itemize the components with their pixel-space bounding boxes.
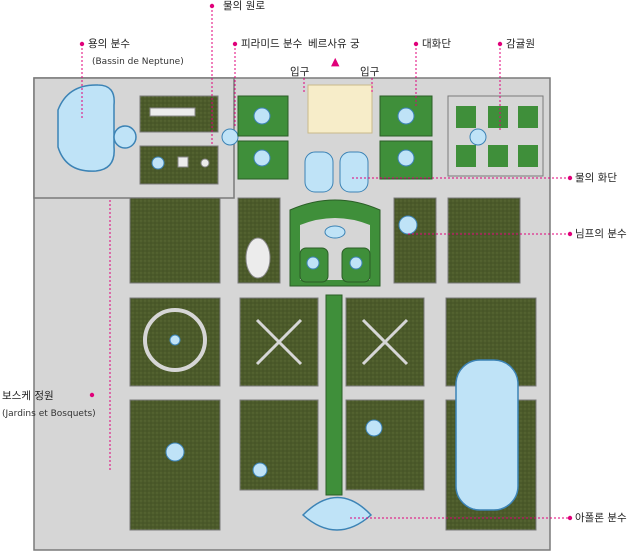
label-neptune: 용의 분수 xyxy=(88,38,130,50)
neptune-basin xyxy=(57,84,137,172)
label-grand-parterre: 대화단 xyxy=(422,38,451,50)
label-nymph: 님프의 분수 xyxy=(575,228,627,240)
north-west-parterres xyxy=(139,95,219,185)
central-axis xyxy=(289,199,381,496)
label-palace: 베르사유 궁 xyxy=(308,38,360,50)
label-orangerie: 감귤원 xyxy=(506,38,535,50)
label-entrance-left: 입구 xyxy=(290,66,310,78)
label-apollo: 아폴론 분수 xyxy=(575,512,627,524)
label-bosquets-sub: (Jardins et Bosquets) xyxy=(2,409,96,419)
grand-parterre xyxy=(379,95,433,180)
label-pyramid: 피라미드 분수 xyxy=(241,38,303,50)
label-bosquets: 보스케 정원 xyxy=(2,390,54,402)
orangerie xyxy=(447,95,544,177)
apollo-basin xyxy=(301,359,519,531)
label-entrance-right: 입구 xyxy=(360,66,380,78)
label-neptune-sub: (Bassin de Neptune) xyxy=(92,57,184,67)
water-parterre-area xyxy=(221,95,369,193)
palace-building xyxy=(307,84,373,134)
leader-dots xyxy=(79,3,573,521)
label-water-walk: 물의 원로 xyxy=(223,0,265,12)
small-fountains xyxy=(165,215,418,478)
leader-lines xyxy=(81,6,570,519)
palace-arrow-icon: ▲ xyxy=(331,55,340,68)
label-water-parterre: 물의 화단 xyxy=(575,172,617,184)
